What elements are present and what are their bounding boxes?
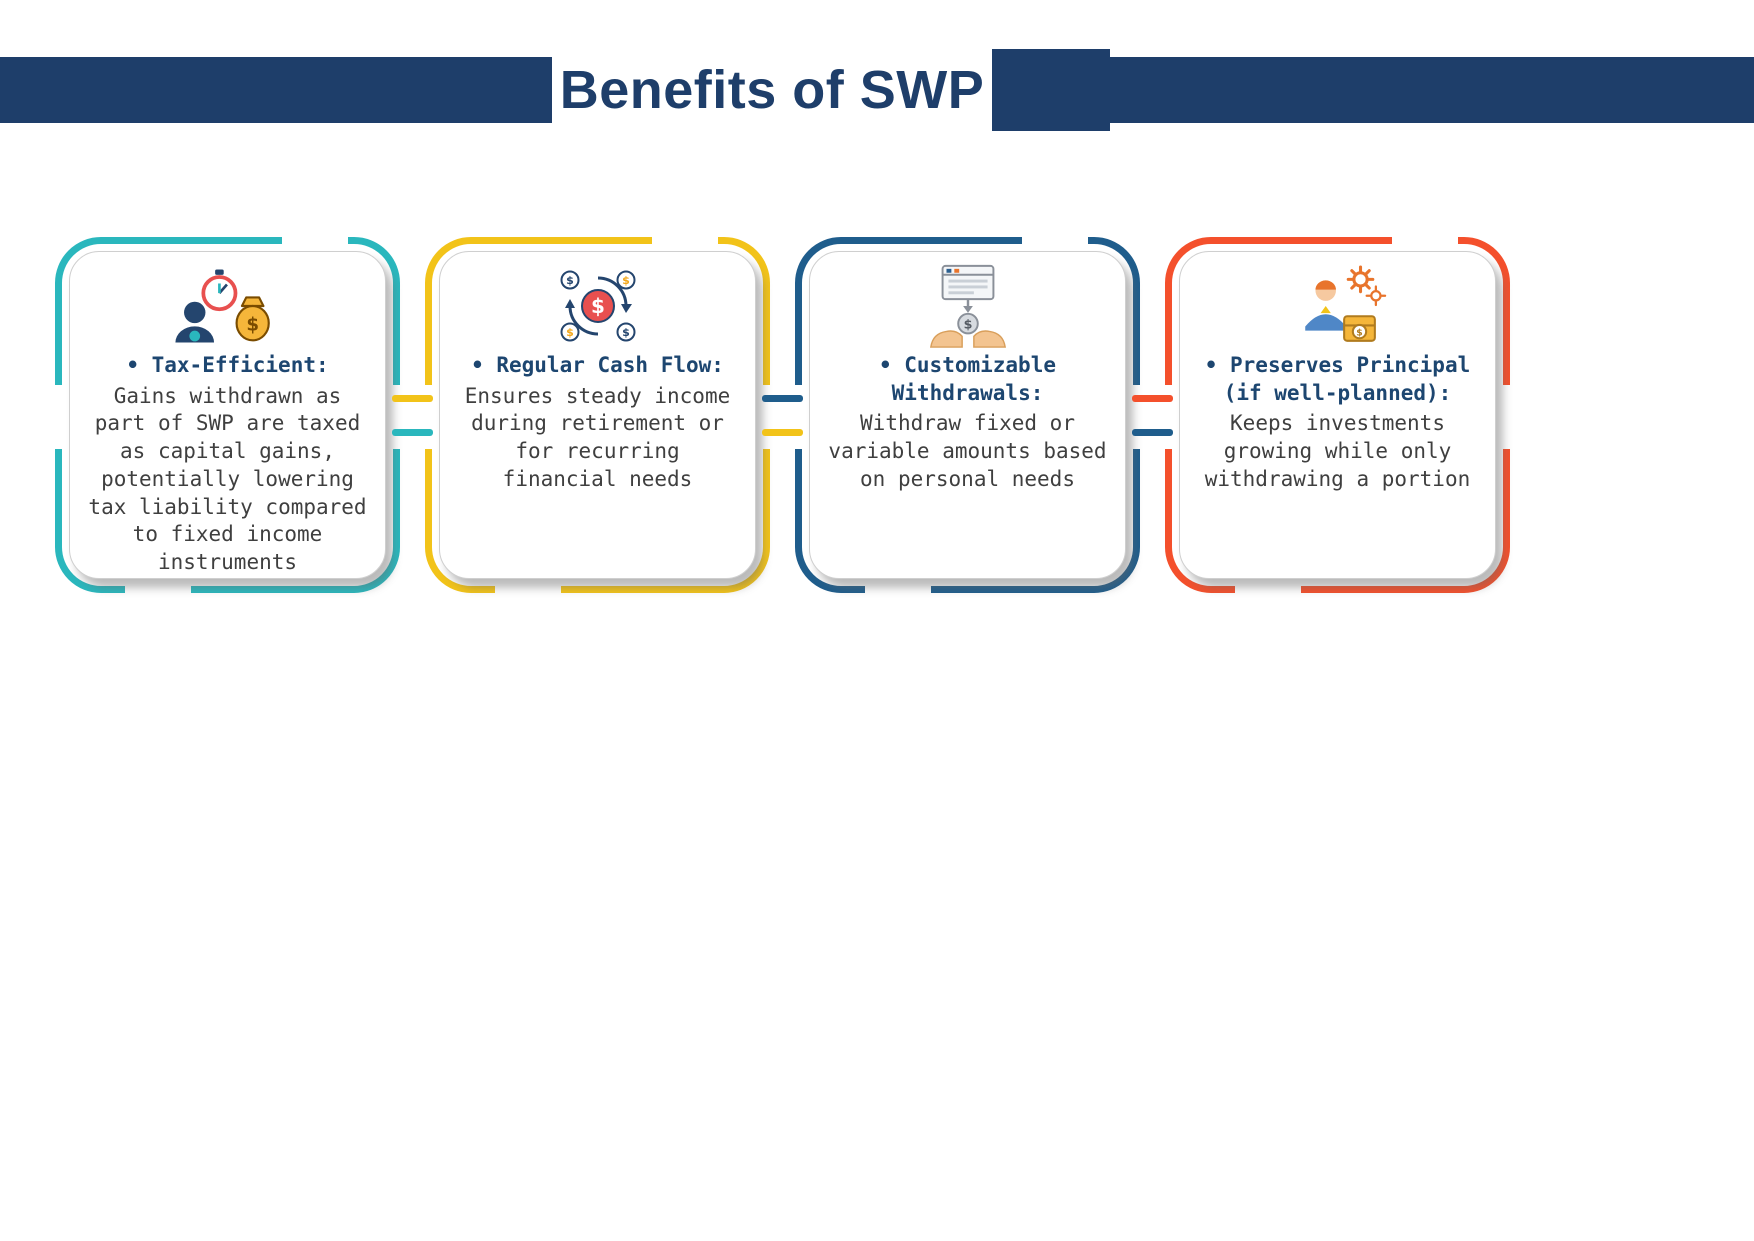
svg-text:$: $: [566, 326, 574, 339]
frame-notch: [865, 582, 931, 596]
connector-arm: [392, 395, 433, 402]
frame-notch: [52, 385, 66, 449]
connector-arm: [1132, 429, 1173, 436]
frame-notch: [1022, 234, 1088, 248]
frame-notch: [652, 234, 718, 248]
connector-arm: [1132, 395, 1173, 402]
card-text: Gains withdrawn as part of SWP are taxed…: [88, 383, 367, 575]
dollar-circulation-icon: $ $ $ $ $: [458, 260, 737, 352]
card-connector: [392, 395, 433, 438]
card-body: $ • Preserves Principal (if well-planned…: [1179, 251, 1496, 579]
card-body: $ • Tax-Efficient: Gains withdrawn as pa…: [69, 251, 386, 579]
svg-text:$: $: [591, 294, 605, 318]
svg-text:$: $: [246, 315, 259, 336]
person-gears-savings-icon: $: [1198, 260, 1477, 352]
card-title: • Regular Cash Flow:: [471, 353, 724, 377]
card-text: Withdraw fixed or variable amounts based…: [828, 411, 1107, 491]
svg-text:$: $: [963, 316, 972, 331]
frame-notch: [282, 234, 348, 248]
frame-notch: [495, 582, 561, 596]
svg-text:$: $: [622, 274, 630, 287]
benefit-card-preserves-principal: $ • Preserves Principal (if well-planned…: [1162, 234, 1513, 596]
card-title: • Preserves Principal (if well-planned):: [1204, 353, 1471, 405]
svg-text:$: $: [1356, 328, 1362, 339]
frame-notch: [125, 582, 191, 596]
card-body: $ • Customizable Withdrawals: Withdraw f…: [809, 251, 1126, 579]
card-body: $ $ $ $ $ • Regular Cash Flow: Ensures s…: [439, 251, 756, 579]
connector-arm: [392, 429, 433, 436]
benefit-card-tax-efficient: $ • Tax-Efficient: Gains withdrawn as pa…: [52, 234, 403, 596]
frame-notch: [1392, 234, 1458, 248]
benefit-card-regular-cash-flow: $ $ $ $ $ • Regular Cash Flow: Ensures s…: [422, 234, 773, 596]
banner-accent-block: [992, 49, 1110, 131]
card-connector: [762, 395, 803, 438]
frame-notch: [1499, 385, 1513, 449]
connector-arm: [762, 395, 803, 402]
card-text: Ensures steady income during retirement …: [464, 383, 731, 491]
card-connector: [1132, 395, 1173, 438]
svg-text:$: $: [566, 274, 574, 287]
card-text: Keeps investments growing while only wit…: [1204, 411, 1471, 491]
svg-text:$: $: [622, 326, 630, 339]
page-title: Benefits of SWP: [559, 60, 985, 120]
title-box: Benefits of SWP: [552, 53, 992, 127]
frame-notch: [1235, 582, 1301, 596]
money-bag-stopwatch-icon: $: [88, 260, 367, 352]
connector-arm: [762, 429, 803, 436]
card-title: • Customizable Withdrawals:: [878, 353, 1056, 405]
hands-receiving-dollar-icon: $: [828, 260, 1107, 352]
card-title: • Tax-Efficient:: [126, 353, 329, 377]
benefit-card-customizable-withdrawals: $ • Customizable Withdrawals: Withdraw f…: [792, 234, 1143, 596]
